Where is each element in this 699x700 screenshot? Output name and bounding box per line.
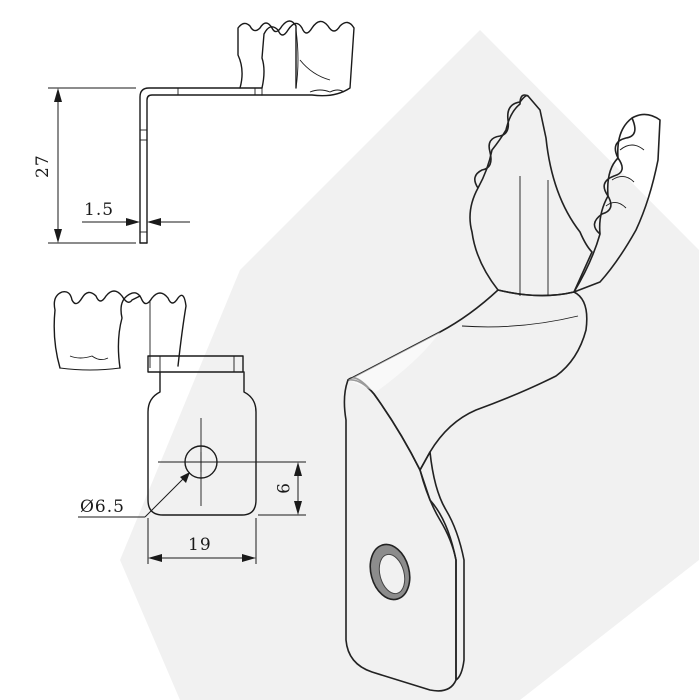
- front-view: [53, 290, 257, 516]
- dimension-width: 19: [147, 518, 257, 564]
- isometric-view: [343, 94, 661, 692]
- dimension-height: 27: [33, 87, 136, 244]
- dimension-thickness: 1.5: [82, 200, 190, 226]
- dim-thickness-label: 1.5: [84, 200, 114, 220]
- dim-width-label: 19: [188, 535, 212, 555]
- dimension-hole-diameter: Ø6.5: [78, 472, 190, 518]
- dim-hole-offset-label: 9: [272, 483, 292, 495]
- dimension-hole-offset: 9: [220, 461, 306, 516]
- side-view: [139, 20, 355, 244]
- dim-height-label: 27: [33, 154, 53, 178]
- dim-hole-diameter-label: Ø6.5: [80, 497, 125, 517]
